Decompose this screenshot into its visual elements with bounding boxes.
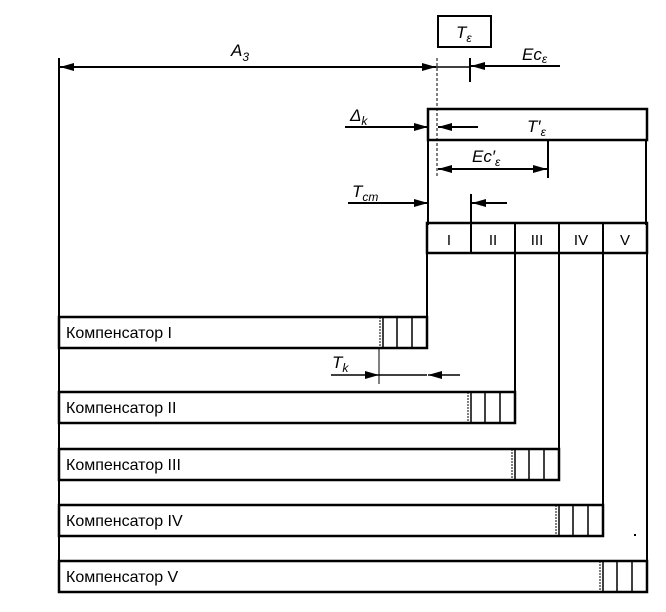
ec-eps-prime-label: Ec′ε bbox=[472, 147, 501, 169]
t-k-label: Tk bbox=[332, 353, 349, 375]
stage-label-1: I bbox=[447, 232, 451, 249]
t-st-label: Tст bbox=[352, 182, 378, 204]
stage-label-5: V bbox=[620, 232, 630, 249]
compensator-bar-1 bbox=[57, 315, 429, 350]
t-eps-label: Tε bbox=[456, 23, 472, 45]
ec-eps-label: Ecε bbox=[522, 45, 548, 66]
delta-k-label: Δk bbox=[349, 106, 368, 128]
compensator-label-4: Компенсатор IV bbox=[66, 513, 183, 530]
stray-dot bbox=[634, 534, 636, 536]
t-eps-prime-bar bbox=[426, 107, 649, 142]
compensator-label-1: Компенсатор I bbox=[66, 325, 172, 342]
stage-label-2: II bbox=[489, 232, 497, 249]
stage-label-3: III bbox=[531, 232, 544, 249]
compensator-label-2: Компенсатор II bbox=[66, 400, 176, 417]
a3-label: A3 bbox=[230, 41, 249, 64]
compensator-label-5: Компенсатор V bbox=[66, 569, 179, 586]
stage-label-4: IV bbox=[574, 232, 588, 249]
t-eps-prime-label: T′ε bbox=[527, 117, 547, 139]
compensator-label-3: Компенсатор III bbox=[66, 457, 181, 474]
t-eps-box bbox=[437, 15, 492, 48]
stage-table bbox=[425, 221, 649, 255]
